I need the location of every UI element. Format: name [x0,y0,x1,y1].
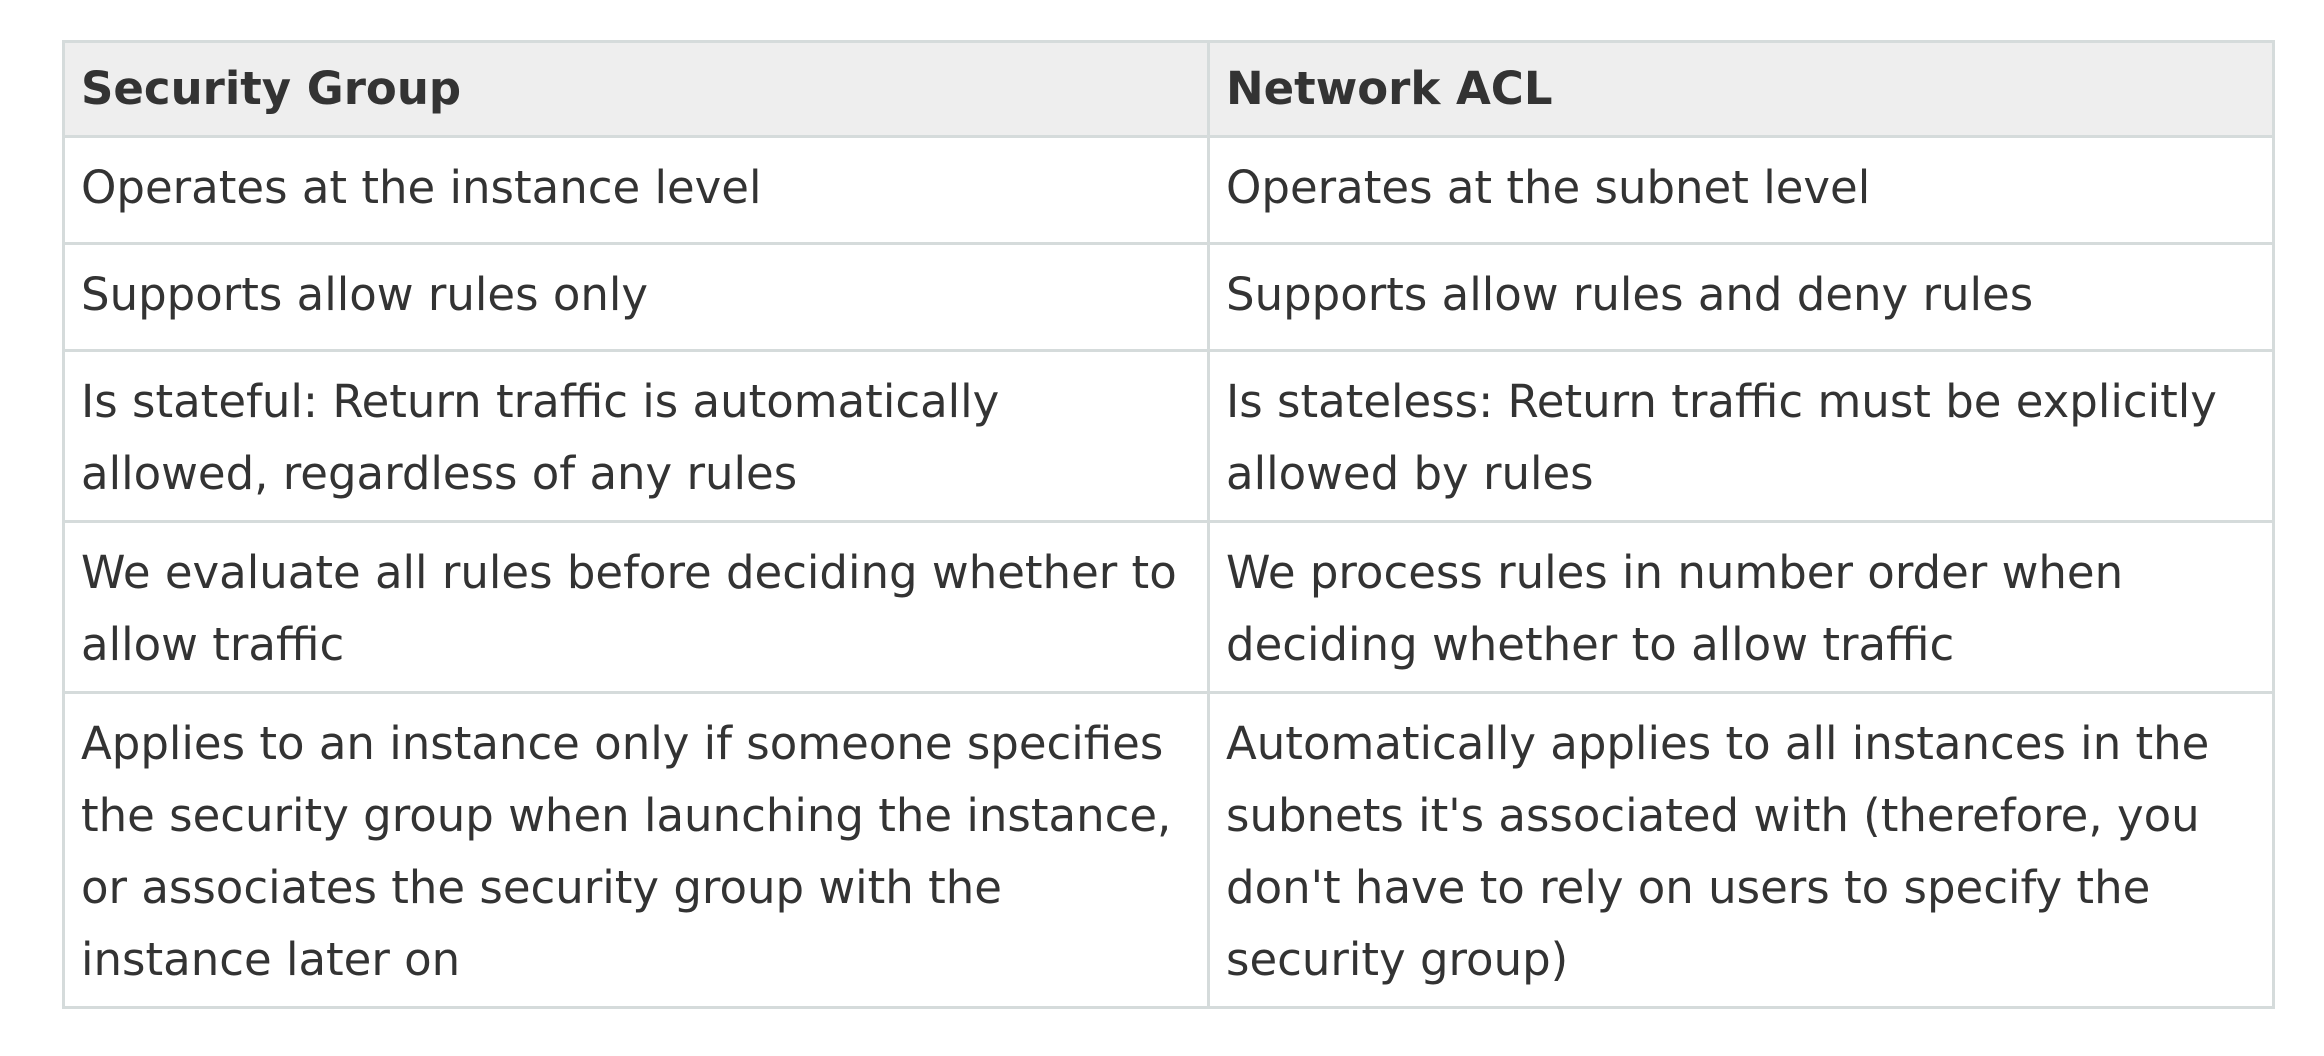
table-row: Operates at the instance level Operates … [62,135,2275,245]
table-cell-security-group: Is stateful: Return traffic is automatic… [62,349,1210,523]
table-header-row: Security Group Network ACL [62,40,2275,138]
table-cell-network-acl: We process rules in number order when de… [1207,520,2275,694]
table-cell-network-acl: Operates at the subnet level [1207,135,2275,245]
comparison-table: Security Group Network ACL Operates at t… [62,40,2275,1009]
table-cell-network-acl: Automatically applies to all instances i… [1207,691,2275,1009]
table-row: Supports allow rules only Supports allow… [62,242,2275,352]
table-cell-security-group: Operates at the instance level [62,135,1210,245]
table-cell-network-acl: Supports allow rules and deny rules [1207,242,2275,352]
table-row: Is stateful: Return traffic is automatic… [62,349,2275,523]
column-header-security-group: Security Group [62,40,1210,138]
comparison-table-container: Security Group Network ACL Operates at t… [62,40,2275,1009]
table-cell-security-group: We evaluate all rules before deciding wh… [62,520,1210,694]
table-cell-security-group: Applies to an instance only if someone s… [62,691,1210,1009]
column-header-network-acl: Network ACL [1207,40,2275,138]
table-cell-security-group: Supports allow rules only [62,242,1210,352]
table-row: Applies to an instance only if someone s… [62,691,2275,1009]
table-cell-network-acl: Is stateless: Return traffic must be exp… [1207,349,2275,523]
table-row: We evaluate all rules before deciding wh… [62,520,2275,694]
